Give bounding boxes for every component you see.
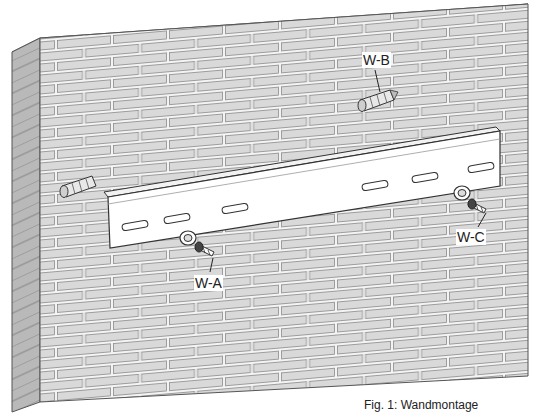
leader-line xyxy=(478,213,486,227)
screw xyxy=(454,186,486,213)
wall-dowel xyxy=(60,176,96,198)
part-label: W-C xyxy=(456,229,486,245)
leader-line xyxy=(210,258,213,272)
wall-bracket xyxy=(104,127,500,248)
wall-dowel xyxy=(358,90,398,112)
part-label: W-B xyxy=(362,52,391,68)
part-label: W-A xyxy=(194,275,223,291)
screw xyxy=(180,231,214,256)
leader-line xyxy=(375,70,380,92)
figure-caption: Fig. 1: Wandmontage xyxy=(364,398,478,412)
